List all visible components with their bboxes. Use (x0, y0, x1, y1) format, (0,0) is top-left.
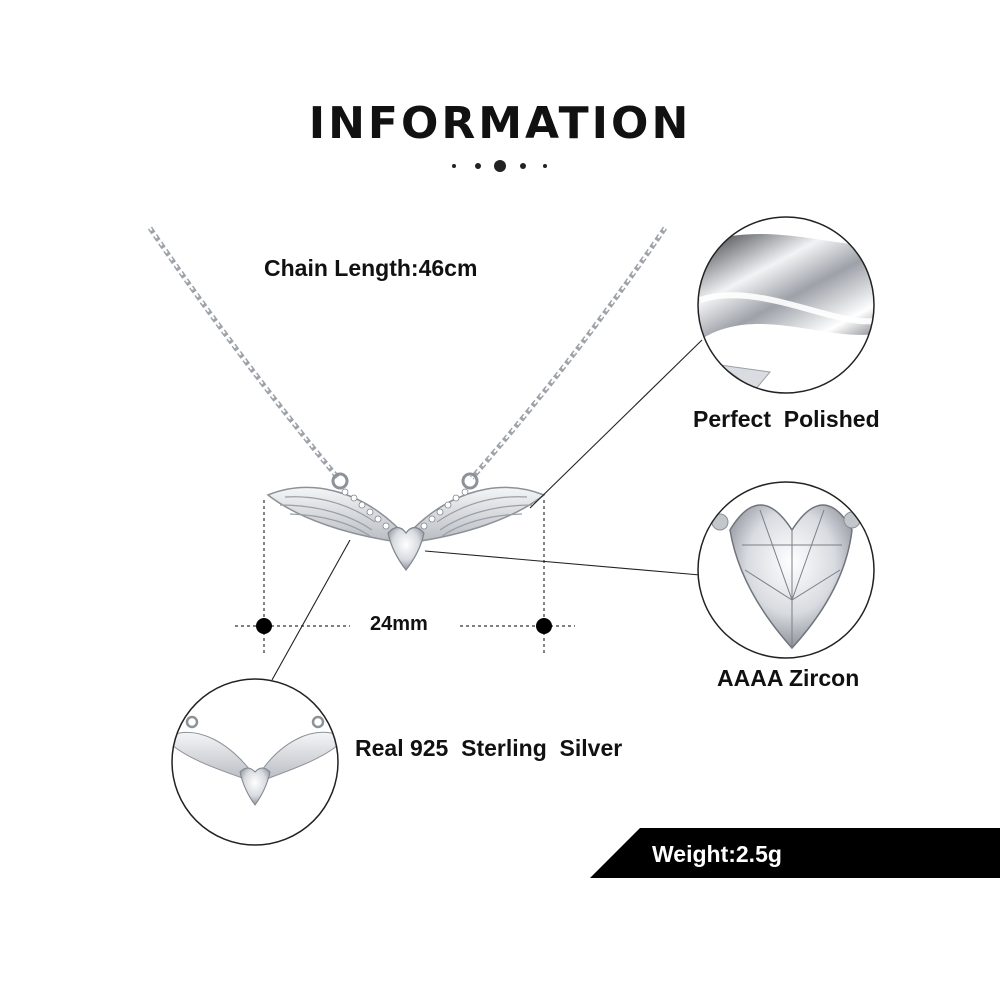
wing-pendant (266, 486, 546, 571)
heart-gem (387, 526, 425, 571)
title-decoration-dots (450, 158, 550, 174)
dimension-markers (235, 500, 575, 655)
silver-closeup (171, 678, 339, 846)
stone-label: AAAA Zircon (717, 665, 860, 691)
leader-lines (271, 339, 703, 681)
dimension-left-dot (256, 618, 272, 634)
material-label: Real 925 Sterling Silver (355, 735, 623, 761)
page-title: INFORMATION (308, 98, 692, 149)
weight-banner (590, 828, 1000, 878)
zircon-closeup (697, 481, 875, 659)
chain-length-label: Chain Length:46cm (264, 255, 478, 281)
polished-closeup (697, 216, 875, 394)
finish-label: Perfect Polished (693, 406, 880, 432)
weight-label: Weight:2.5g (652, 841, 782, 867)
dimension-right-dot (536, 618, 552, 634)
width-label: 24mm (370, 613, 428, 635)
chain (147, 226, 668, 490)
